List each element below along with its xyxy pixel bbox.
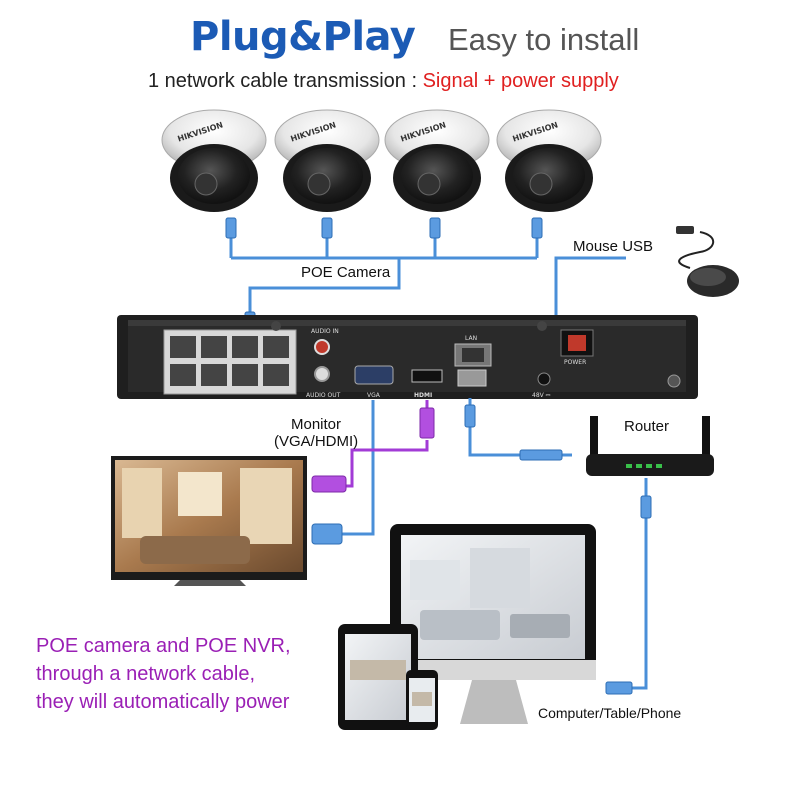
page-subtitle: Easy to install (448, 22, 640, 57)
poe-camera-4: HIKVISION (496, 109, 602, 212)
usb-plug (464, 404, 476, 428)
hdmi-plug (311, 475, 347, 493)
mouse-usb-label: Mouse USB (573, 238, 654, 255)
router-device (586, 416, 714, 476)
monitor-label-line1: Monitor (290, 416, 342, 433)
audio-out-label: AUDIO OUT (306, 392, 341, 399)
tv-monitor (111, 456, 307, 586)
nvr-recorder: AUDIO IN AUDIO OUT VGA HDMI LAN POWER 48… (117, 315, 698, 399)
rj45-plug (640, 495, 652, 519)
tablet-device (338, 624, 418, 730)
computer-display (390, 524, 596, 724)
page-title: Plug&Play (190, 14, 416, 60)
vga-port-label: VGA (367, 392, 381, 399)
poe-note-line3: they will automatically power (36, 691, 290, 713)
poe-note-line2: through a network cable, (36, 663, 256, 685)
router-cable (468, 398, 572, 457)
computer-label: Computer/Table/Phone (538, 705, 682, 721)
power-switch-label: POWER (564, 359, 586, 366)
audio-in-label: AUDIO IN (311, 328, 339, 335)
monitor-label: Monitor (VGA/HDMI) (274, 416, 358, 450)
tagline-highlight: Signal + power supply (422, 70, 619, 92)
monitor-label-line2: (VGA/HDMI) (274, 433, 359, 450)
poe-camera-2: HIKVISION (274, 109, 380, 212)
poe-camera-label: POE Camera (301, 264, 391, 281)
poe-note-line1: POE camera and POE NVR, (36, 635, 291, 657)
rj45-plug (605, 681, 633, 695)
lan-port-label: LAN (465, 335, 477, 342)
rj45-plug (519, 449, 563, 461)
usb-mouse (676, 226, 739, 297)
poe-camera-1: HIKVISION (161, 109, 267, 212)
tagline: 1 network cable transmission : Signal + … (148, 70, 619, 93)
hdmi-plug (419, 407, 435, 439)
voltage-label: 48V ⎓ (532, 392, 551, 399)
poe-camera-3: HIKVISION (384, 109, 490, 212)
vga-plug (311, 523, 343, 545)
poe-note: POE camera and POE NVR, through a networ… (36, 632, 291, 716)
hdmi-port-label: HDMI (414, 392, 432, 399)
tagline-prefix: 1 network cable transmission : (148, 70, 423, 92)
phone-device (406, 670, 438, 730)
router-label: Router (624, 418, 670, 435)
